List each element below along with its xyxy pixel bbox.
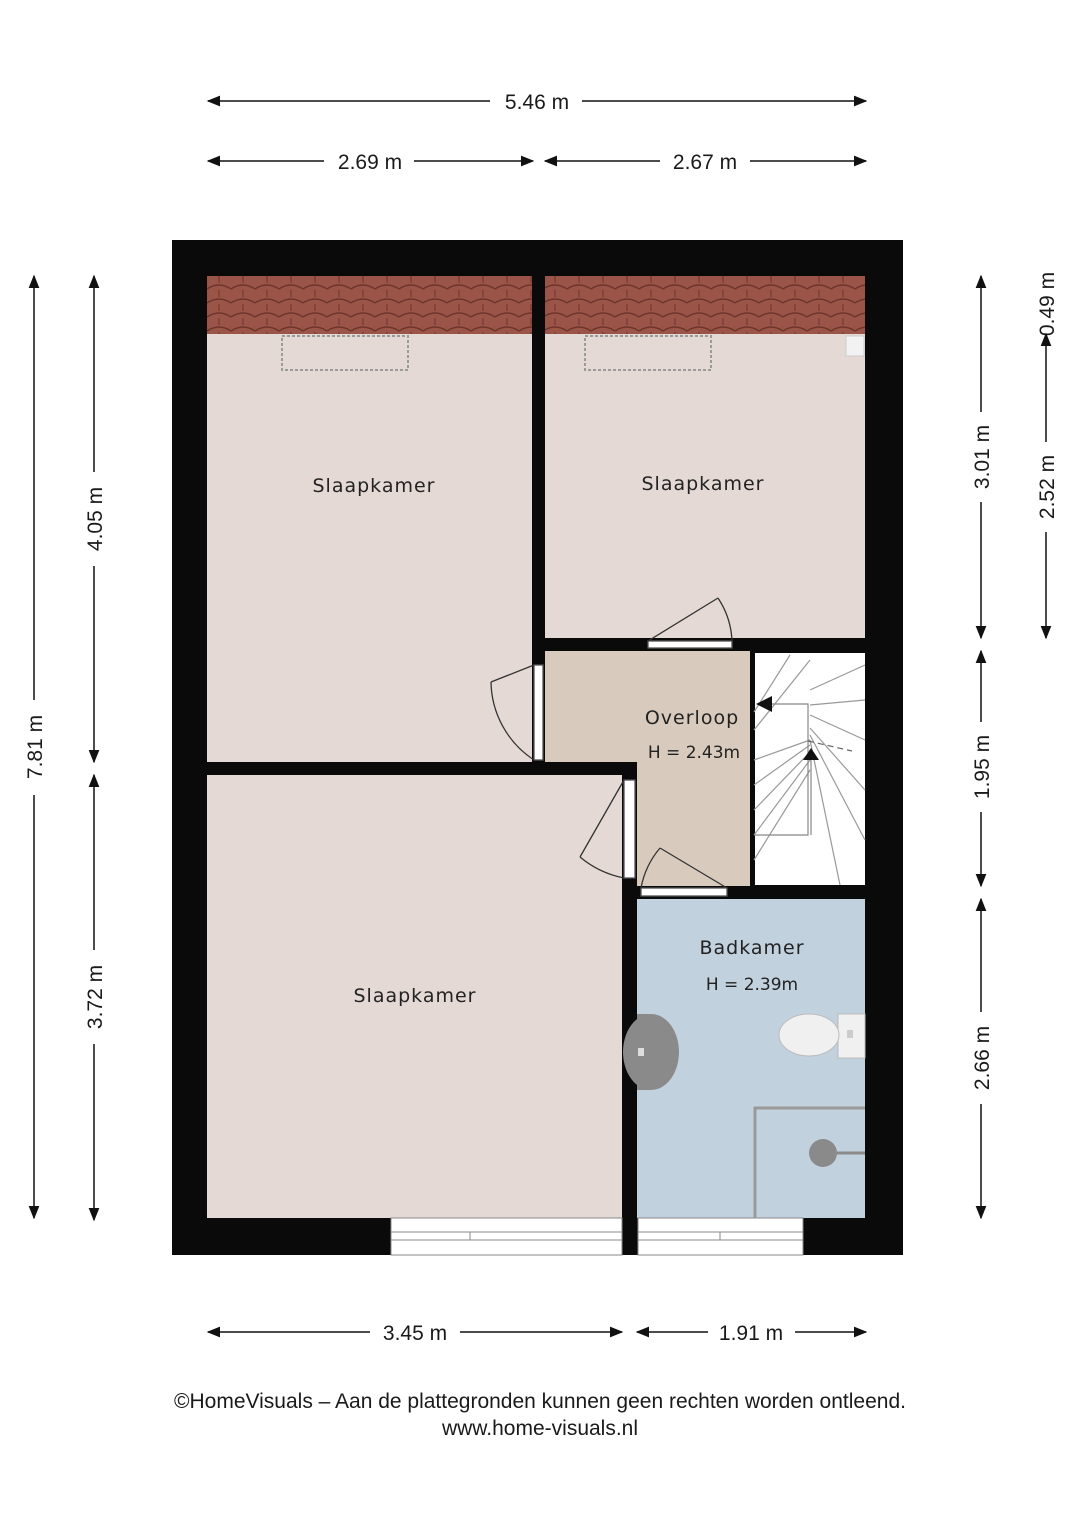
svg-text:3.45 m: 3.45 m — [383, 1322, 447, 1345]
room-label-bathroom: Badkamer — [699, 937, 804, 959]
dim-top-total: 5.46 m — [206, 91, 868, 114]
svg-text:0.49 m: 0.49 m — [1036, 272, 1059, 336]
dim-far-right-large: 2.52 m — [1036, 332, 1059, 640]
wall-vertical-lower — [622, 762, 637, 1255]
dim-top-right: 2.67 m — [543, 151, 868, 174]
svg-text:3.72 m: 3.72 m — [84, 965, 107, 1029]
svg-text:2.69 m: 2.69 m — [338, 151, 402, 174]
svg-text:2.52 m: 2.52 m — [1036, 455, 1059, 519]
bathroom-sink — [623, 1014, 679, 1090]
svg-text:1.95 m: 1.95 m — [971, 735, 994, 799]
door-bedroom-top-right — [647, 597, 733, 649]
room-label-bedroom-top-right: Slaapkamer — [641, 473, 764, 495]
stairs-area — [754, 653, 865, 885]
landing-floor — [545, 651, 754, 771]
room-label-bedroom-top-left: Slaapkamer — [312, 475, 435, 497]
room-label-landing: Overloop — [645, 707, 739, 729]
dim-right-upper: 3.01 m — [971, 274, 994, 640]
svg-text:2.67 m: 2.67 m — [673, 151, 737, 174]
room-label-bedroom-bottom: Slaapkamer — [353, 985, 476, 1007]
dim-right-lower: 2.66 m — [971, 897, 994, 1220]
svg-text:1.91 m: 1.91 m — [719, 1322, 783, 1345]
dim-left-total: 7.81 m — [24, 274, 47, 1220]
bathroom-toilet — [778, 1013, 866, 1059]
roof-window-right — [584, 335, 712, 371]
stairs-arrow-up — [803, 748, 819, 760]
svg-text:4.05 m: 4.05 m — [84, 487, 107, 551]
footer-disclaimer: ©HomeVisuals – Aan de plattegronden kunn… — [174, 1390, 906, 1413]
door-bedroom-bottom — [579, 779, 636, 879]
footer-website: www.home-visuals.nl — [441, 1417, 639, 1440]
roof-window-left — [281, 335, 409, 371]
dim-right-middle: 1.95 m — [971, 649, 994, 888]
wall-stairs-left — [750, 651, 755, 886]
window-bottom-left — [390, 1217, 623, 1256]
staircase — [753, 654, 866, 886]
door-bathroom — [640, 847, 728, 897]
dim-bottom-right: 1.91 m — [635, 1322, 868, 1345]
room-height-landing: H = 2.43m — [648, 743, 740, 763]
door-bedroom-top-left — [490, 664, 544, 761]
room-height-bathroom: H = 2.39m — [706, 975, 798, 995]
dim-bottom-left: 3.45 m — [206, 1322, 624, 1345]
svg-text:7.81 m: 7.81 m — [24, 715, 47, 779]
stairs-arrow-left — [756, 696, 772, 712]
landing-corridor-floor — [637, 771, 754, 886]
dim-left-lower: 3.72 m — [84, 773, 107, 1222]
shower — [753, 1106, 865, 1218]
svg-text:5.46 m: 5.46 m — [505, 91, 569, 114]
corner-fixture — [845, 335, 865, 357]
wall-vertical-upper — [532, 276, 545, 763]
svg-text:3.01 m: 3.01 m — [971, 425, 994, 489]
svg-text:2.66 m: 2.66 m — [971, 1026, 994, 1090]
bedroom-bottom-floor — [207, 775, 622, 1218]
dim-left-upper: 4.05 m — [84, 274, 107, 764]
dim-top-left: 2.69 m — [206, 151, 535, 174]
dim-far-right-small: 0.49 m — [1036, 272, 1059, 340]
wall-horizontal-middle — [207, 762, 637, 775]
bedroom-top-left-floor — [207, 276, 532, 762]
